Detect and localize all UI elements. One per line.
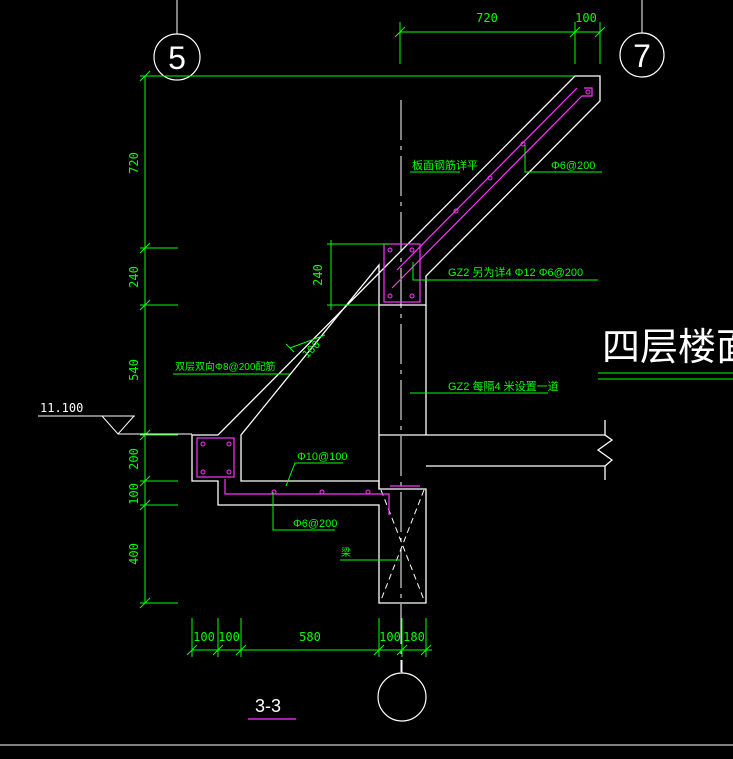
rebar bbox=[196, 87, 593, 515]
bottom-dim-a: 100 bbox=[193, 630, 215, 644]
axis-label-right: 7 bbox=[633, 38, 651, 74]
slope-thickness-dimension bbox=[285, 334, 326, 353]
elevation-marker bbox=[38, 415, 192, 435]
bottom-dimension bbox=[186, 618, 432, 657]
concrete-outline bbox=[191, 75, 614, 604]
note-beam: 梁 bbox=[341, 546, 351, 559]
left-dim-d: 200 bbox=[127, 448, 141, 470]
left-dim-a: 720 bbox=[127, 152, 141, 174]
left-dim-f: 400 bbox=[127, 543, 141, 565]
note-rebar-10: Φ10@100 bbox=[297, 451, 348, 463]
bottom-dim-e: 180 bbox=[403, 630, 425, 644]
axis-label-left: 5 bbox=[168, 40, 186, 76]
note-double-layer: 双层双向Φ8@200配筋 bbox=[175, 360, 275, 373]
bottom-dim-c: 580 bbox=[299, 630, 321, 644]
column-height-label: 240 bbox=[311, 264, 325, 286]
note-gz2-mid: GZ2 每隔4 米设置一道 bbox=[448, 379, 559, 393]
left-dim-b: 240 bbox=[127, 266, 141, 288]
top-dim-a: 720 bbox=[476, 11, 498, 25]
section-label: 3-3 bbox=[255, 696, 281, 716]
axis-bubble-right: 7 bbox=[619, 0, 665, 78]
axis-bubble-bottom bbox=[377, 660, 427, 722]
bottom-dim-b: 100 bbox=[218, 630, 240, 644]
leader-lines bbox=[173, 145, 602, 561]
top-dim-b: 100 bbox=[575, 11, 597, 25]
note-upper-rebar: Φ6@200 bbox=[551, 160, 595, 172]
note-slab-edge: 板面钢筋详平 bbox=[412, 158, 478, 172]
rebar-dots bbox=[200, 89, 591, 495]
left-dim-e: 100 bbox=[127, 483, 141, 505]
column-height-dimension bbox=[327, 240, 390, 310]
elevation-value: 11.100 bbox=[40, 401, 83, 415]
bottom-dim-d: 100 bbox=[379, 630, 401, 644]
axis-bubble-left: 5 bbox=[153, 0, 201, 81]
left-dimension bbox=[139, 70, 600, 609]
left-dim-c: 540 bbox=[127, 359, 141, 381]
top-dimension bbox=[394, 22, 606, 64]
note-rebar-6: Φ6@200 bbox=[293, 518, 337, 530]
side-title: 四层楼面 bbox=[602, 327, 733, 369]
note-gz2-top: GZ2 另为详4 Φ12 Φ6@200 bbox=[448, 265, 583, 279]
